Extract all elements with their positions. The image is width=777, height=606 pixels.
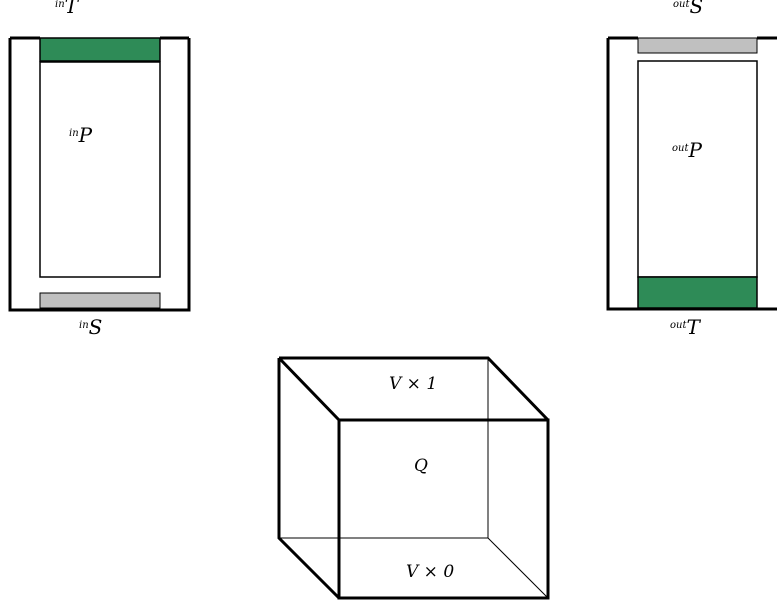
left-inner-label: inP — [69, 123, 93, 147]
left-top-label: inT — [55, 0, 80, 18]
left-outer-frame — [8, 38, 191, 312]
left-bottom-block — [39, 292, 161, 309]
cube-left-edges — [277, 358, 341, 600]
left-inner-rect — [39, 61, 161, 278]
cube-front-face — [337, 418, 550, 600]
left-panel: inT inP inS — [8, 0, 191, 339]
cube-back-diagonal-edge — [487, 537, 549, 599]
right-bottom-block — [637, 276, 758, 309]
left-top-block — [39, 37, 161, 62]
cube-center-label: Q — [414, 456, 428, 476]
right-bottom-label: outT — [670, 315, 701, 339]
cube-top-label: V × 1 — [389, 374, 437, 394]
right-inner-rect — [637, 60, 758, 278]
right-panel: outS outP outT — [606, 0, 777, 339]
cube: V × 1 Q V × 0 — [277, 356, 550, 600]
cube-top-back-edges — [279, 356, 550, 422]
right-outer-frame — [606, 38, 777, 311]
right-top-block — [637, 37, 758, 54]
right-inner-label: outP — [672, 138, 702, 162]
left-bottom-label: inS — [79, 315, 102, 339]
cube-top-left-diagonal — [277, 356, 341, 422]
right-top-label: outS — [673, 0, 703, 18]
cube-bottom-label: V × 0 — [406, 562, 454, 582]
